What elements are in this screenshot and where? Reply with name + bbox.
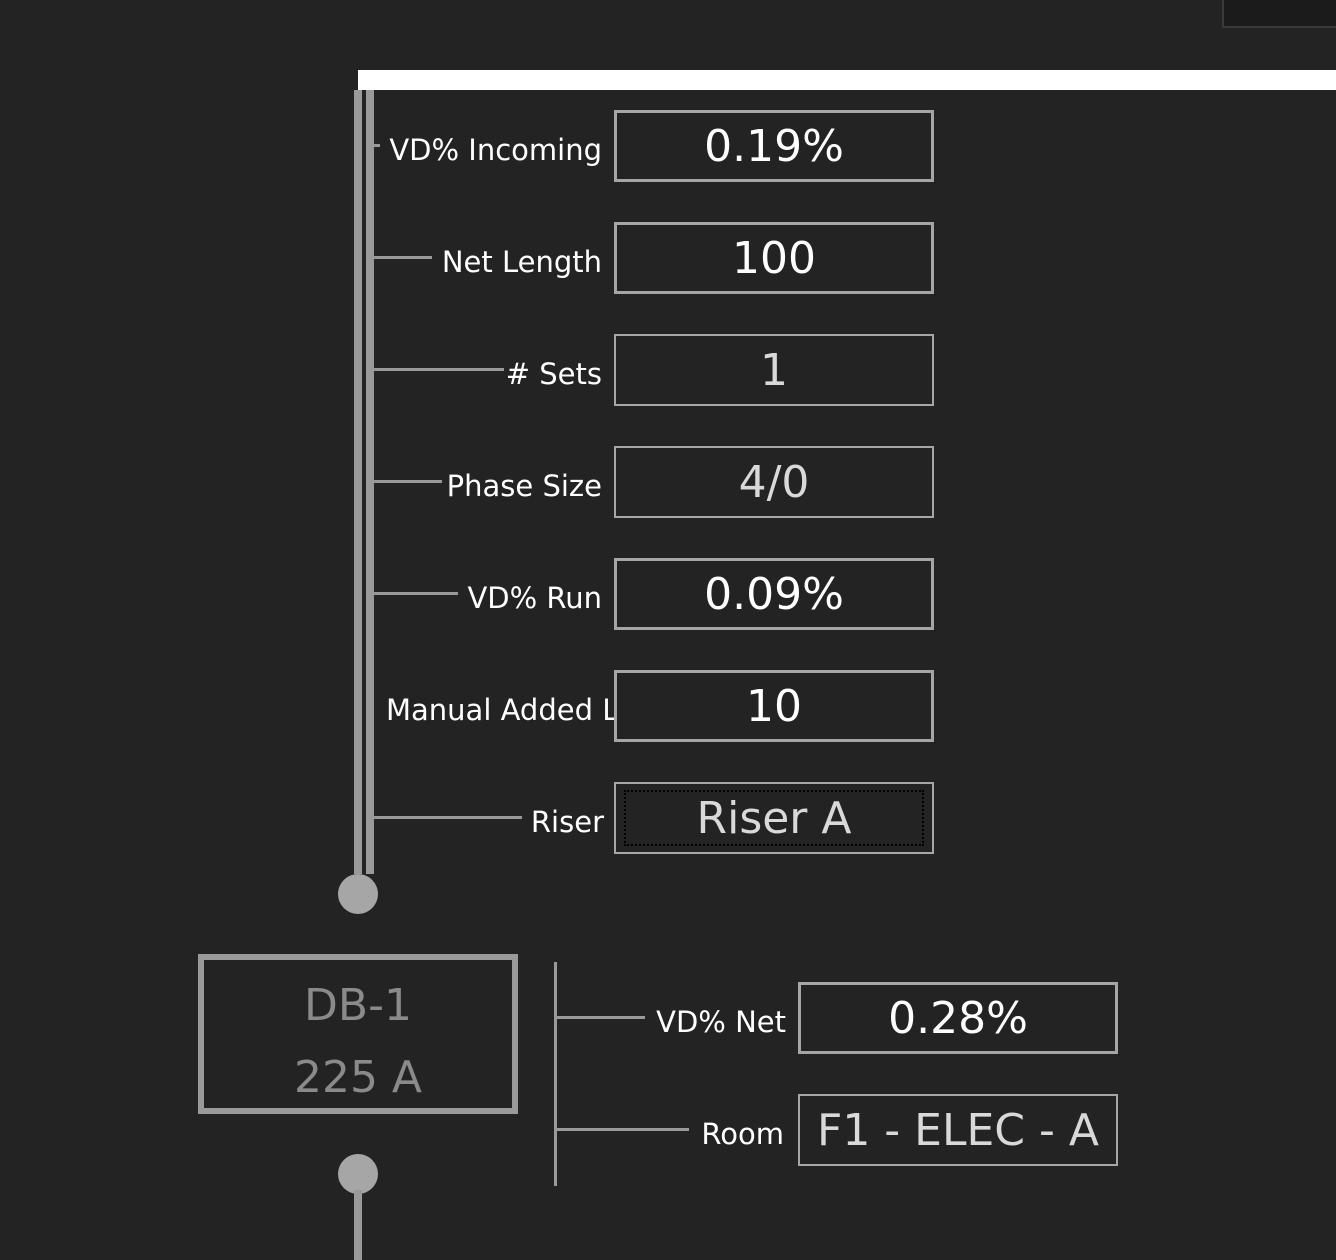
feeder-line	[354, 90, 362, 874]
vd-net-value: 0.28%	[798, 982, 1118, 1054]
label-vd-incoming: VD% Incoming	[389, 133, 602, 167]
distribution-board-node[interactable]: DB-1 225 A	[198, 954, 518, 1114]
node-rating: 225 A	[293, 1052, 423, 1103]
phase-size-select[interactable]: 4/0	[614, 446, 934, 518]
corner-panel	[1222, 0, 1336, 28]
label-vd-run: VD% Run	[467, 581, 602, 615]
label-manual-added-length: Manual Added L	[386, 693, 614, 727]
connector-vd-incoming	[374, 144, 380, 147]
node-property-rail	[554, 962, 557, 1186]
riser-select[interactable]: Riser A	[614, 782, 934, 854]
connector-vd-run	[374, 592, 458, 595]
connector-vd-net	[557, 1016, 645, 1019]
selection-highlight-bar	[358, 70, 1336, 90]
outgoing-dot[interactable]	[338, 1154, 378, 1194]
feeder-end-dot[interactable]	[338, 874, 378, 914]
room-input[interactable]: F1 - ELEC - A	[798, 1094, 1118, 1166]
sets-input[interactable]: 1	[614, 334, 934, 406]
feeder-property-rail	[366, 90, 374, 874]
manual-added-length-input[interactable]: 10	[614, 670, 934, 742]
label-vd-net: VD% Net	[656, 1005, 786, 1039]
connector-riser	[374, 816, 522, 819]
connector-room	[557, 1128, 689, 1131]
outgoing-feeder-line	[354, 1190, 362, 1260]
connector-net-length	[374, 256, 432, 259]
vd-incoming-value: 0.19%	[614, 110, 934, 182]
label-net-length: Net Length	[441, 245, 602, 279]
connector-sets	[374, 368, 504, 371]
net-length-input[interactable]: 100	[614, 222, 934, 294]
connector-phase-size	[374, 480, 442, 483]
label-riser: Riser	[530, 805, 604, 839]
node-name: DB-1	[304, 980, 412, 1031]
riser-select-value: Riser A	[696, 792, 852, 844]
label-sets: # Sets	[505, 357, 602, 391]
label-phase-size: Phase Size	[446, 469, 602, 503]
label-room: Room	[701, 1117, 784, 1151]
vd-run-value: 0.09%	[614, 558, 934, 630]
